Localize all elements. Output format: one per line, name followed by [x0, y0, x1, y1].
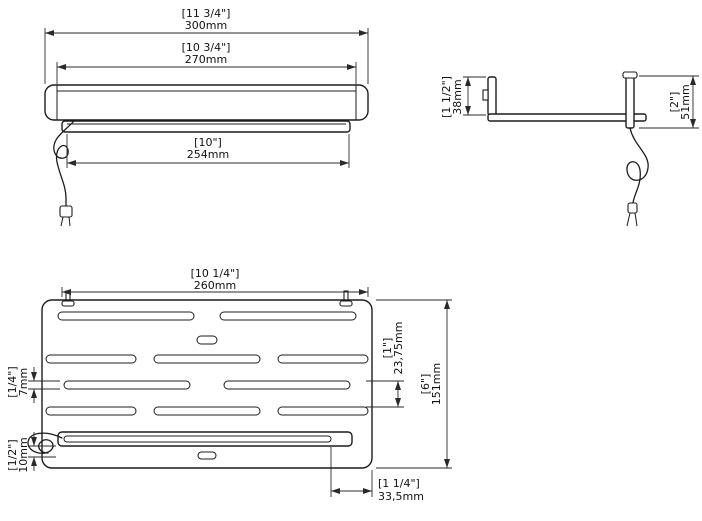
dim-front-rail: [10"] 254mm — [66, 134, 350, 168]
front-view: [11 3/4"] 300mm [10 3/4"] 270mm [10"] 25… — [44, 7, 369, 227]
slot — [45, 406, 137, 416]
rail-plan-inner — [63, 435, 332, 443]
bracket-base — [487, 113, 647, 122]
dim-text-mm: 254mm — [187, 148, 229, 161]
plug-prong-front-1 — [60, 216, 64, 227]
dim-text-mm: 270mm — [185, 53, 227, 66]
dim-plan-slot-height: [1/4"] 7mm — [6, 366, 60, 403]
plug-body-side — [627, 202, 638, 214]
slot — [45, 354, 137, 364]
plug-prong-front-2 — [68, 216, 71, 227]
plug-prong-side-2 — [634, 212, 638, 227]
dim-text-mm: 300mm — [185, 19, 227, 32]
shelf-rail-outline — [61, 120, 351, 133]
dim-plan-bottom-edge: [1/2"] 10mm — [6, 432, 56, 473]
dim-text-inch: [1/2"] — [6, 439, 19, 470]
dim-text-inch: [11 3/4"] — [182, 7, 231, 20]
dim-text-mm: 10mm — [17, 437, 30, 472]
dim-text-inch: [1/4"] — [6, 366, 19, 397]
slot — [277, 354, 369, 364]
dim-text-mm: 51mm — [679, 84, 692, 119]
dim-text-inch: [6"] — [419, 374, 432, 395]
plate-outline — [41, 299, 373, 469]
slot — [57, 311, 195, 321]
plan-view: [10 1/4"] 260mm [1"] 23,75mm [6"] 151mm … — [6, 267, 452, 503]
bracket-post-cap — [622, 71, 638, 79]
dim-text-inch: [10"] — [194, 136, 222, 149]
power-cord-front — [53, 120, 75, 207]
bracket-front-post — [625, 75, 635, 129]
dim-text-inch: [1 1/4"] — [378, 477, 420, 490]
hook-base-left — [61, 300, 75, 307]
dim-plan-depth: [6"] 151mm — [376, 299, 452, 469]
dim-text-inch: [10 1/4"] — [191, 267, 240, 280]
slot — [219, 311, 357, 321]
plug-body-front — [59, 205, 73, 218]
side-view: [1 1/2"] 38mm [2"] 51mm — [440, 71, 699, 227]
dim-plan-corner-offset: [1 1/4"] 33,5mm — [330, 447, 424, 503]
dim-text-mm: 151mm — [430, 363, 443, 405]
dim-text-inch: [1"] — [381, 338, 394, 359]
dim-front-overall: [11 3/4"] 300mm — [44, 7, 369, 84]
slot — [277, 406, 369, 416]
dim-side-front-height: [2"] 51mm — [639, 75, 699, 129]
bracket-wall-tab — [482, 89, 489, 101]
dim-text-inch: [10 3/4"] — [182, 41, 231, 54]
dim-front-body: [10 3/4"] 270mm — [56, 41, 357, 84]
slot-center — [196, 335, 218, 345]
dim-text-mm: 38mm — [451, 79, 464, 114]
shelf-body-outline — [44, 84, 369, 121]
dim-plan-width: [10 1/4"] 260mm — [61, 267, 369, 297]
slot — [223, 380, 351, 390]
power-cord-side — [626, 127, 649, 204]
slot — [63, 380, 191, 390]
slot — [153, 406, 261, 416]
dim-side-back-height: [1 1/2"] 38mm — [440, 76, 486, 118]
dim-text-mm: 23,75mm — [392, 322, 405, 375]
dim-plan-row-spacing: [1"] 23,75mm — [366, 322, 405, 408]
hook-base-right — [339, 300, 353, 307]
dim-text-mm: 7mm — [17, 368, 30, 396]
plug-prong-side-1 — [626, 212, 631, 227]
dim-text-mm: 33,5mm — [378, 490, 424, 503]
slot — [153, 354, 261, 364]
dim-text-inch: [2"] — [668, 92, 681, 113]
bottom-notch — [197, 451, 217, 460]
dim-text-mm: 260mm — [194, 279, 236, 292]
bracket-back-wall — [487, 76, 497, 116]
dim-text-inch: [1 1/2"] — [440, 76, 453, 118]
